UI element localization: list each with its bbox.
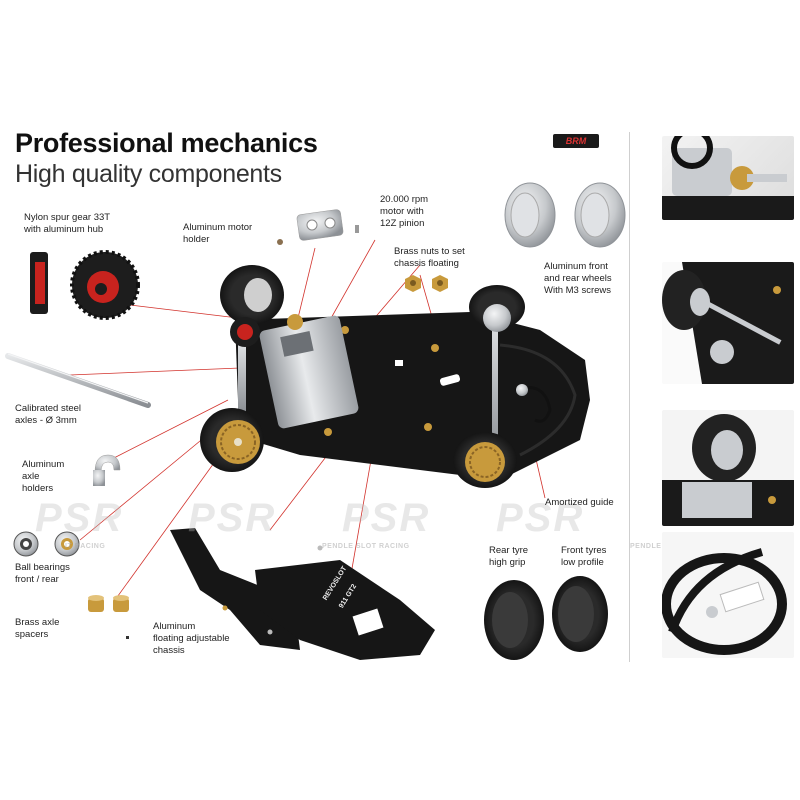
axle-holder [93, 454, 121, 486]
watermark-logo: PSR [496, 496, 585, 540]
ball-bearings [13, 531, 80, 557]
label-motor-holder: Aluminum motor holder [183, 222, 253, 245]
motor-holder-part [277, 209, 359, 245]
page-subtitle: High quality components [15, 160, 282, 188]
front-left-wheel [469, 285, 525, 332]
divider [629, 132, 630, 662]
watermark-logo: PSR [35, 496, 124, 540]
brand-logo: BRM [553, 134, 599, 148]
label-spur-gear: Nylon spur gear 33T with aluminum hub [24, 212, 111, 235]
label-rear-tyre: Rear tyre high grip [489, 545, 529, 568]
label-axle-holders: Aluminum axle holders [22, 459, 65, 494]
watermark-tagline: PENDLE SLOT RACING [322, 543, 410, 550]
guide [514, 384, 552, 423]
motor [259, 314, 359, 429]
brass-nuts [405, 275, 448, 292]
label-chassis: Aluminum floating adjustable chassis [153, 621, 230, 656]
spur-gear-loose [30, 250, 140, 320]
loose-chassis-parts [170, 528, 435, 660]
label-motor: 20.000 rpm motor with 12Z pinion [380, 194, 429, 229]
brass-spacers [88, 595, 129, 612]
watermark-logo: PSR [342, 496, 431, 540]
rear-right-wheel [200, 408, 264, 472]
spur-gear-mounted [230, 317, 260, 347]
decorative-dot [126, 636, 129, 639]
front-right-wheel [453, 432, 517, 488]
detail-photo-wheel [662, 410, 794, 526]
detail-photo-motor [662, 136, 794, 220]
label-bearings: Ball bearings front / rear [15, 562, 70, 585]
page-title: Professional mechanics [15, 128, 318, 158]
rear-left-wheel [220, 265, 284, 325]
detail-photo-rear-axle [662, 262, 794, 384]
detail-photo-guide [662, 532, 794, 658]
leader-lines [69, 239, 546, 601]
label-spacers: Brass axle spacers [15, 617, 60, 640]
label-guide: Amortized guide [545, 497, 614, 508]
watermark-tagline: IT RACING [65, 543, 106, 550]
label-wheels: Aluminum front and rear wheels With M3 s… [544, 261, 612, 296]
watermark-logo: PSR [188, 496, 277, 540]
label-front-tyre: Front tyres low profile [561, 545, 607, 568]
front-axle [492, 310, 498, 460]
label-brass-nuts: Brass nuts to set chassis floating [394, 246, 465, 269]
tyres [484, 576, 608, 660]
aluminum-rims [504, 182, 626, 248]
rear-axle [238, 338, 246, 413]
loose-axle [5, 353, 151, 408]
watermark-tagline: PENDLE SL [630, 543, 674, 550]
label-axles: Calibrated steel axles - Ø 3mm [15, 403, 82, 426]
